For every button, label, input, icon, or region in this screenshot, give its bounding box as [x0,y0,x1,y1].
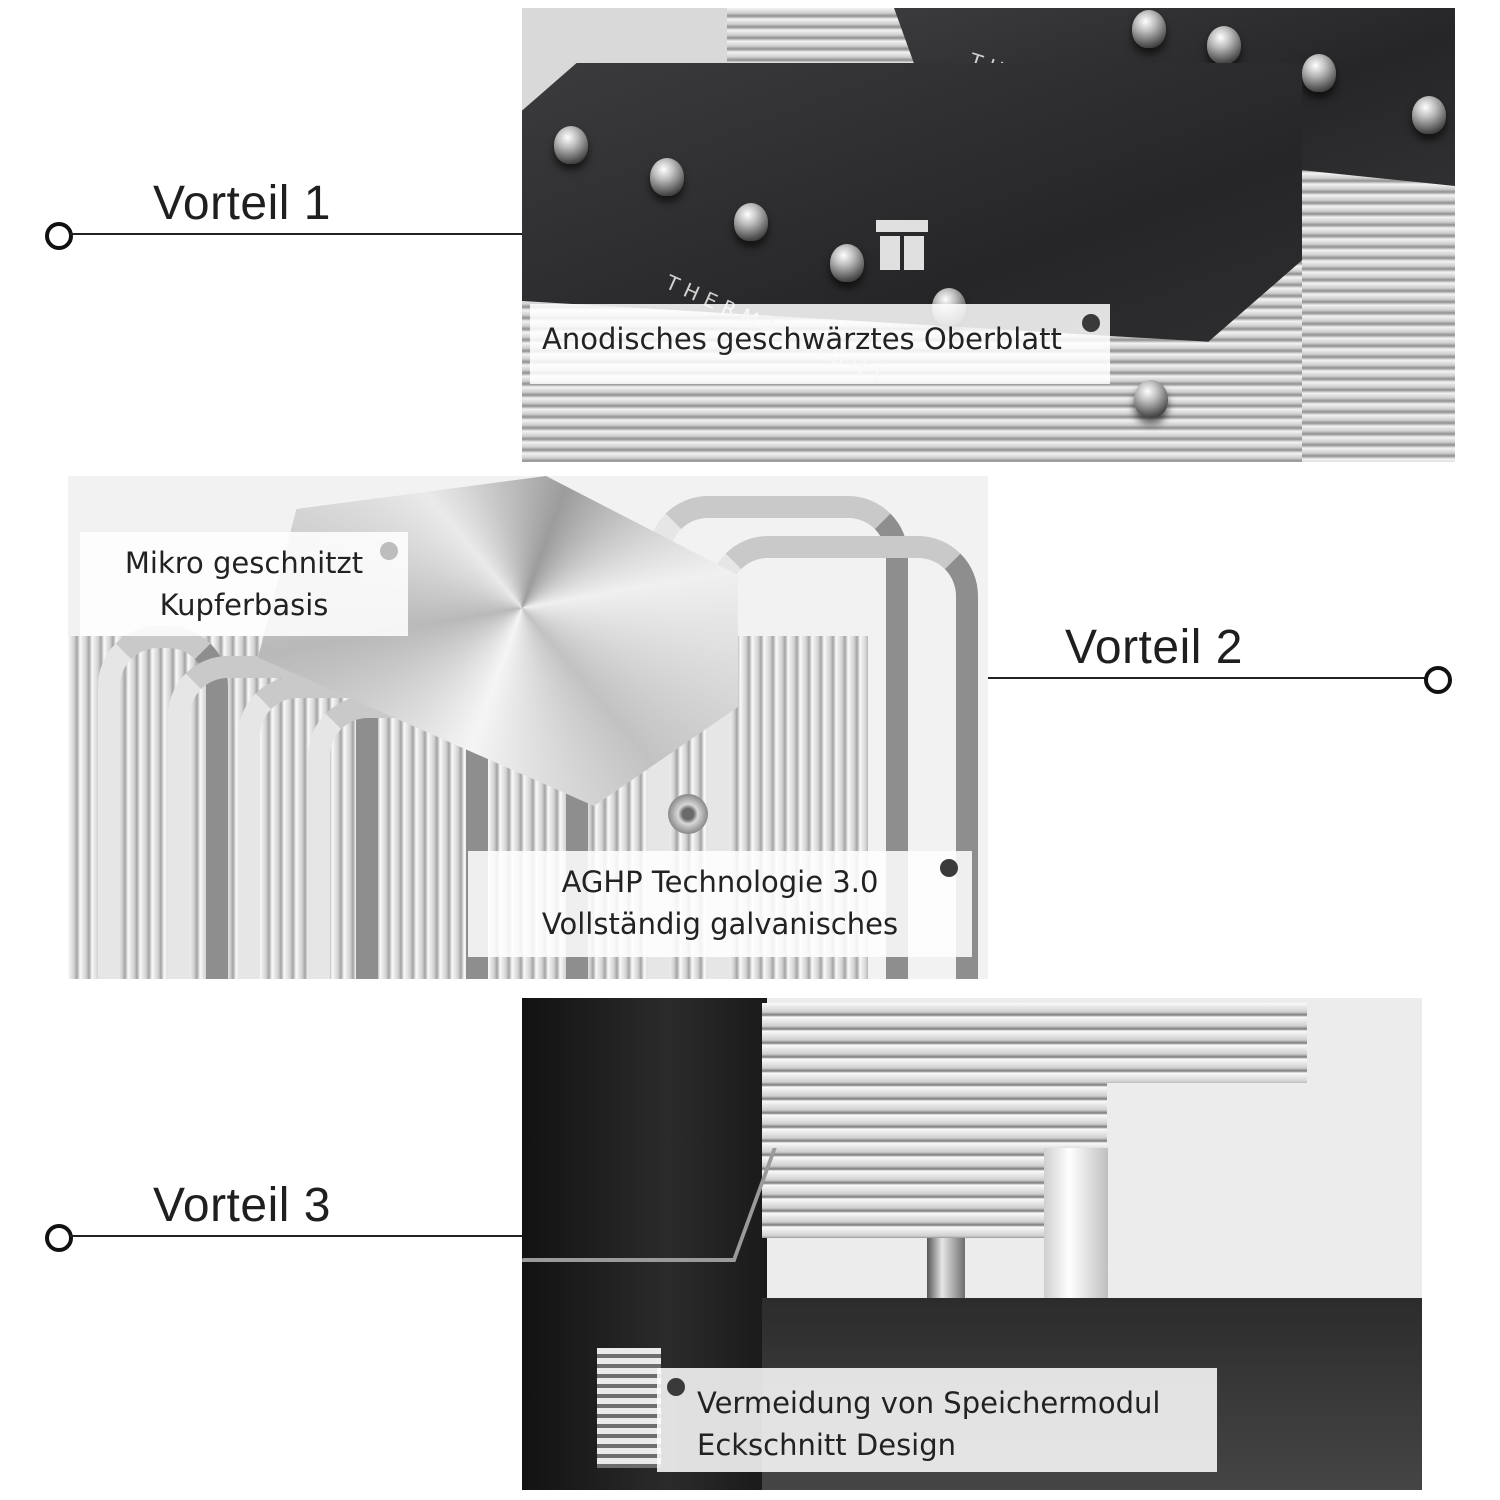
caption-line: Kupferbasis [159,588,329,622]
heatpipe-cap [554,126,588,164]
heatpipe-cap [830,244,864,282]
thermalright-logo-icon [874,218,930,274]
caption-micro-carved-copper-base: Mikro geschnitzt Kupferbasis [80,532,408,636]
caption-line: AGHP Technologie 3.0 [561,865,879,899]
heatpipe-cap [1207,26,1241,64]
fin-stack-top [1107,1003,1307,1083]
caption-line: Vermeidung von Speichermodul [697,1386,1161,1420]
mount-screw-icon [668,794,708,834]
heading-vorteil-1: Vorteil 1 [153,177,331,230]
caption-memory-cutout-design: Vermeidung von Speichermodul Eckschnitt … [657,1368,1217,1472]
top-plate-front [522,63,1302,342]
callout-line-2 [988,677,1426,679]
heatpipe-cap [1132,10,1166,48]
ring-marker-icon [45,1224,73,1252]
heatpipe-cap [1302,54,1336,92]
caption-anodized-top-plate: Anodisches geschwärztes Oberblatt [530,304,1110,384]
caption-aghp-technology: AGHP Technologie 3.0 Vollständig galvani… [468,851,972,957]
caption-dot-icon [940,859,958,877]
callout-line-1 [70,233,522,235]
heading-vorteil-2: Vorteil 2 [1065,621,1243,674]
ring-marker-icon [1424,666,1452,694]
caption-dot-icon [380,542,398,560]
caption-line: Anodisches geschwärztes Oberblatt [542,322,1062,356]
heatpipe-cap [650,158,684,196]
heatpipe-cap [734,203,768,241]
photo-heatsink-top: THERMALRIGHT THERMALRIGHT Anodisches ges… [522,8,1455,462]
caption-line: Mikro geschnitzt [124,546,364,580]
heatpipe-cap [1134,380,1168,418]
caption-line: Vollständig galvanisches [541,907,899,941]
fan-clip-wire [522,1148,777,1262]
ring-marker-icon [45,222,73,250]
caption-dot-icon [667,1378,685,1396]
mount-spring-icon [597,1348,661,1468]
photo-copper-base-heatpipes: Mikro geschnitzt Kupferbasis AGHP Techno… [68,476,988,979]
photo-memory-cutout: Vermeidung von Speichermodul Eckschnitt … [522,998,1422,1490]
caption-line: Eckschnitt Design [697,1428,957,1462]
callout-line-3 [70,1235,522,1237]
heatpipe-cap [1412,96,1446,134]
caption-dot-icon [1082,314,1100,332]
heading-vorteil-3: Vorteil 3 [153,1179,331,1232]
